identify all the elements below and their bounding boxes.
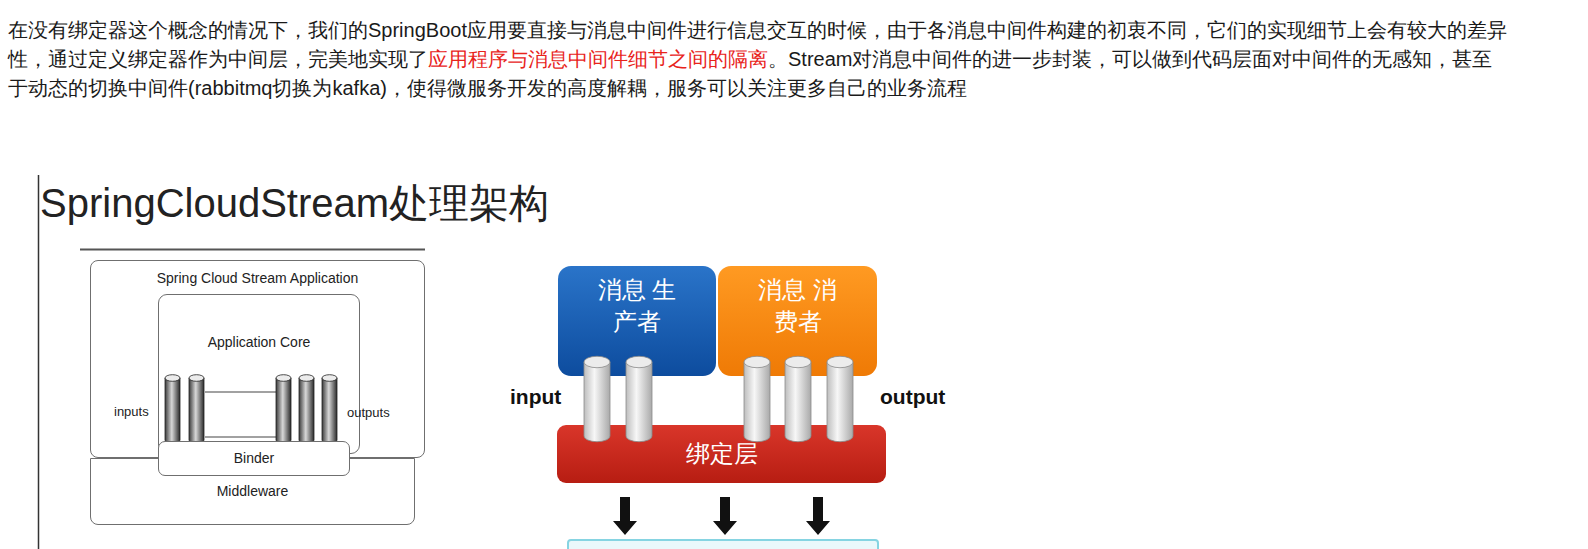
channel-cylinder [189,378,204,443]
cylinder-top [299,375,314,382]
left-rule [38,175,40,549]
cut-box [568,540,878,549]
cylinder-top [584,356,610,367]
node-text: Binder [234,450,274,467]
port-label: input [510,385,561,409]
node-text: Spring Cloud Stream Application [91,270,424,287]
port-label: inputs [114,404,149,419]
down-arrows [613,497,830,535]
cylinder-top [276,375,291,382]
channel-cylinder [322,378,337,443]
channel-cylinder [165,378,180,443]
cylinder-top [626,356,652,367]
cylinder-top [322,375,337,382]
channel-cylinder [276,378,291,443]
binder-box: Binder [158,441,350,476]
port-label: output [880,385,945,409]
node-text: 消息 消费者 [757,274,839,338]
channel-cylinder [299,378,314,443]
cylinder-top [189,375,204,382]
cylinder-top [165,375,180,382]
channel-cylinder [626,362,652,442]
channel-cylinder [744,362,770,442]
channel-cylinder [584,362,610,442]
node-text: Middleware [217,483,289,500]
intro-paragraph: 在没有绑定器这个概念的情况下，我们的SpringBoot应用要直接与消息中间件进… [8,16,1508,103]
channel-line [205,391,276,392]
node-text: 消息 生产者 [596,274,678,338]
diagram-title: SpringCloudStream处理架构 [40,176,549,231]
node-text: 绑定层 [686,440,758,469]
title-underline [80,249,425,251]
cylinder-top [785,356,811,367]
port-label: outputs [347,405,390,420]
channel-cylinder [827,362,853,442]
node-text: Application Core [159,334,359,351]
cylinder-top [744,356,770,367]
cylinder-top [827,356,853,367]
highlight-text: 应用程序与消息中间件细节之间的隔离 [428,48,768,70]
channel-line [205,436,276,437]
channel-cylinder [785,362,811,442]
app-box: Spring Cloud Stream ApplicationApplicati… [90,260,425,458]
